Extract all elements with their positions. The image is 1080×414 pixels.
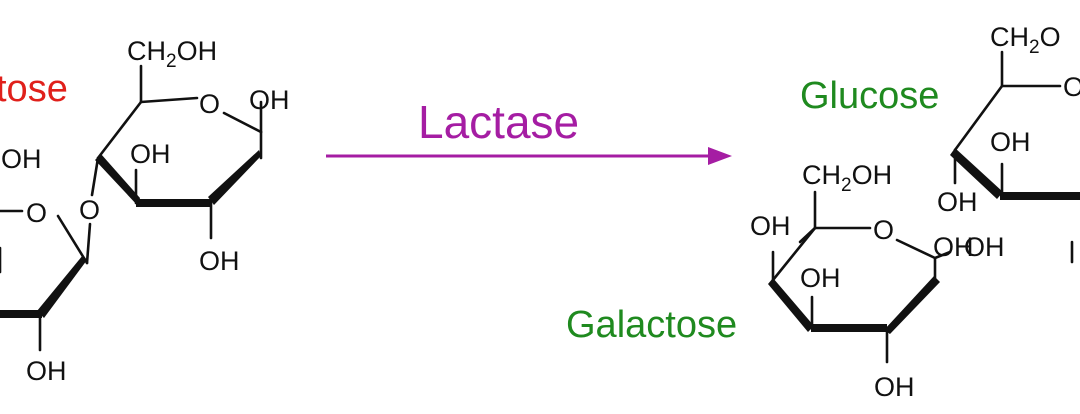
galactose-molecule: CH2OH O OH OH OH OH Galactose [566, 160, 974, 402]
bond [222, 111, 263, 134]
hydroxyl-label: OH [26, 356, 67, 386]
wedge-bond [768, 278, 814, 332]
wedge-bond [1000, 192, 1080, 200]
hydroxyl-label: OH [937, 187, 978, 217]
bond [798, 226, 817, 244]
ring-oxygen-partial: O [1063, 72, 1080, 102]
bond [139, 96, 199, 104]
bond [90, 156, 100, 197]
hydroxyl-label: OH [249, 85, 290, 115]
glucose-label: Glucose [800, 75, 939, 117]
enzyme-label: Lactase [418, 96, 579, 148]
hydroxyl-label: OH [933, 232, 974, 262]
bond [96, 100, 143, 160]
bond [953, 84, 1004, 152]
ring-oxygen: O [873, 215, 894, 245]
arrow-head [708, 147, 732, 165]
ring-oxygen: O [199, 89, 220, 119]
ch2oh-group-partial: CH2O [990, 22, 1061, 58]
ch2oh-group-partial: 2OH [0, 144, 42, 174]
wedge-bond [95, 154, 140, 206]
reaction-arrow: Lactase [326, 96, 732, 165]
hydroxyl-label: OH [874, 372, 915, 402]
bond [895, 238, 937, 260]
ch2oh-group: CH2OH [127, 36, 217, 72]
hydroxyl-label: OH [750, 211, 791, 241]
hydroxyl-label: OH [800, 263, 841, 293]
wedge-bond [950, 148, 1003, 199]
hydroxyl-label: OH [130, 139, 171, 169]
bond [771, 226, 817, 282]
bond [85, 222, 92, 265]
galactose-label: Galactose [566, 304, 737, 346]
lactose-label: tose [0, 68, 68, 110]
bond [56, 214, 89, 265]
ring-oxygen: O [26, 198, 47, 228]
wedge-bond [136, 199, 212, 207]
hydroxyl-label: OH [990, 127, 1031, 157]
wedge-bond [0, 310, 42, 318]
wedge-bond [811, 324, 887, 332]
glycosidic-oxygen: O [79, 195, 100, 225]
hydroxyl-label: OH [964, 232, 1005, 262]
wedge-bond [884, 276, 940, 334]
wedge-bond [208, 150, 261, 205]
ch2oh-group: CH2OH [802, 160, 892, 196]
wedge-bond [37, 255, 87, 318]
glucose-molecule: CH2O O OH OH OH Glucose [800, 22, 1080, 264]
lactose-molecule: CH2OH O OH OH OH O O 2OH OH tose [0, 36, 290, 386]
hydroxyl-label: OH [199, 246, 240, 276]
bond [933, 250, 952, 260]
